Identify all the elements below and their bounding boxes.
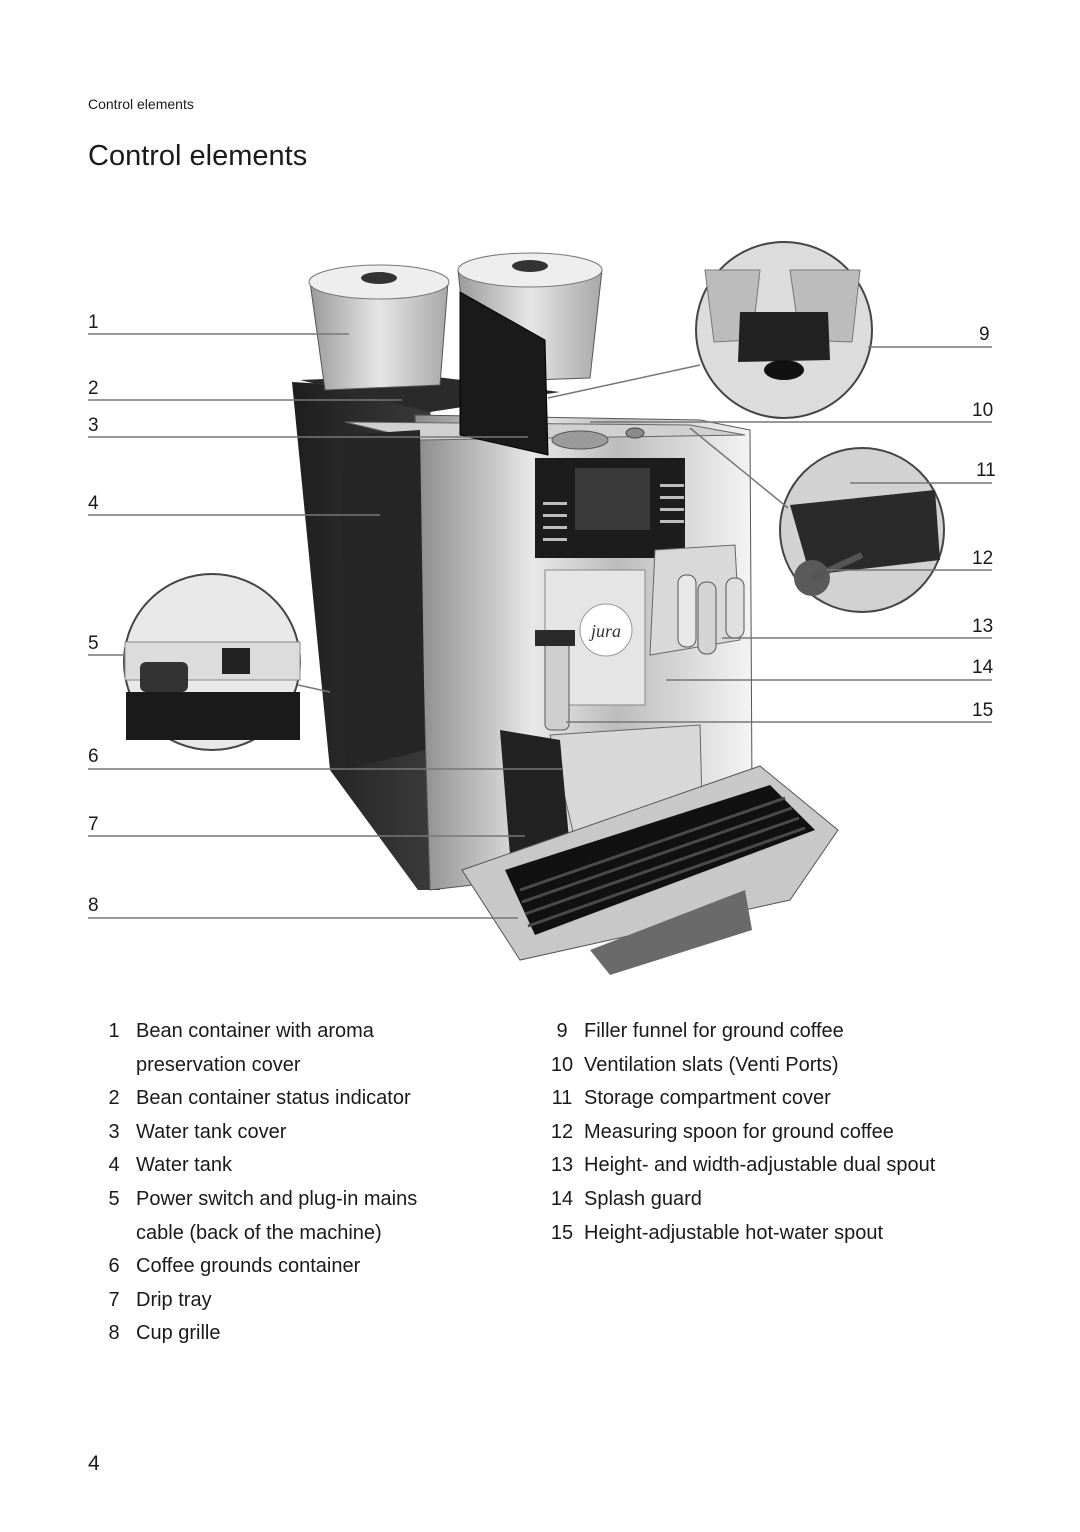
callout-2: 2 [88,378,99,399]
callout-3: 3 [88,415,99,436]
detail-circle-storage-compartment [779,447,945,613]
callout-11: 11 [976,460,996,481]
leader-lines [88,333,992,919]
callout-13: 13 [972,616,994,637]
callout-4: 4 [88,493,99,514]
legend-item-continued: preservation cover [136,1053,301,1076]
page-number: 4 [88,1452,100,1475]
callout-15: 15 [972,700,994,721]
callout-10: 10 [972,400,994,421]
detail-circle-power-switch [123,573,301,751]
callout-14: 14 [972,657,994,678]
callout-6: 6 [88,746,99,767]
machine-body: jura [292,252,839,975]
callout-7: 7 [88,814,99,835]
coffee-machine-illustration: jura [88,241,992,975]
running-head: Control elements [88,96,194,112]
machine-figure: jura [0,230,1080,1000]
legend-item-continued: cable (back of the machine) [136,1221,382,1244]
detail-circle-filler-funnel [695,241,873,419]
callout-12: 12 [972,548,994,569]
callout-1: 1 [88,312,99,333]
page-title: Control elements [88,140,308,172]
callout-9: 9 [979,324,990,345]
brand-logo-text: jura [589,621,621,641]
callout-8: 8 [88,895,99,916]
callout-5: 5 [88,633,99,654]
